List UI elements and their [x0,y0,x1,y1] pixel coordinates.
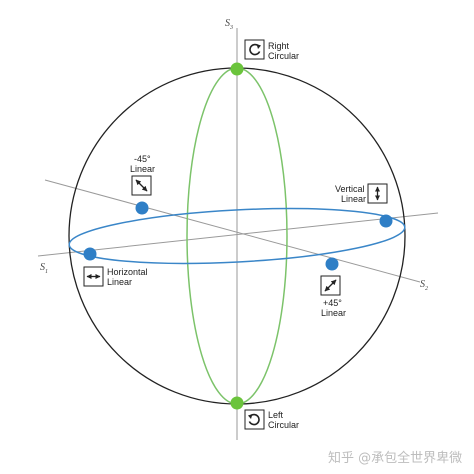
right-circular-point [230,62,244,76]
s3-axis-label: S3 [225,18,233,31]
left-circular-point [230,396,244,410]
svg-text:Left: Left [268,410,284,420]
s1-axis-line [44,179,421,283]
svg-text:Linear: Linear [107,277,132,287]
plus45-linear-point [325,257,339,271]
svg-text:+45°: +45° [323,298,342,308]
minus45-linear-point [135,201,149,215]
svg-text:-45°: -45° [134,154,151,164]
svg-text:Circular: Circular [268,420,299,430]
svg-text:Right: Right [268,41,290,51]
s2-axis-line [37,212,439,257]
equator-ellipse [68,207,406,265]
right-circular-annotation: Right Circular [244,39,299,61]
svg-text:Linear: Linear [341,194,366,204]
s1-axis-label: S1 [40,262,48,275]
plus45-linear-annotation: +45° Linear [320,275,346,318]
horizontal-linear-point [83,247,97,261]
left-circular-annotation: Left Circular [244,409,299,430]
svg-text:Vertical: Vertical [335,184,365,194]
svg-text:Linear: Linear [321,308,346,318]
s2-axis-label: S2 [420,279,428,292]
svg-text:Linear: Linear [130,164,155,174]
horizontal-linear-annotation: Horizontal Linear [83,266,148,287]
counterclockwise-circle-icon [244,409,265,430]
svg-text:Horizontal: Horizontal [107,267,148,277]
vertical-linear-point [379,214,393,228]
watermark-text: 知乎 @承包全世界卑微 [328,450,462,466]
clockwise-circle-icon [244,39,265,60]
minus45-linear-annotation: -45° Linear [130,154,155,196]
vertical-linear-annotation: Vertical Linear [335,183,388,204]
svg-text:Circular: Circular [268,51,299,61]
